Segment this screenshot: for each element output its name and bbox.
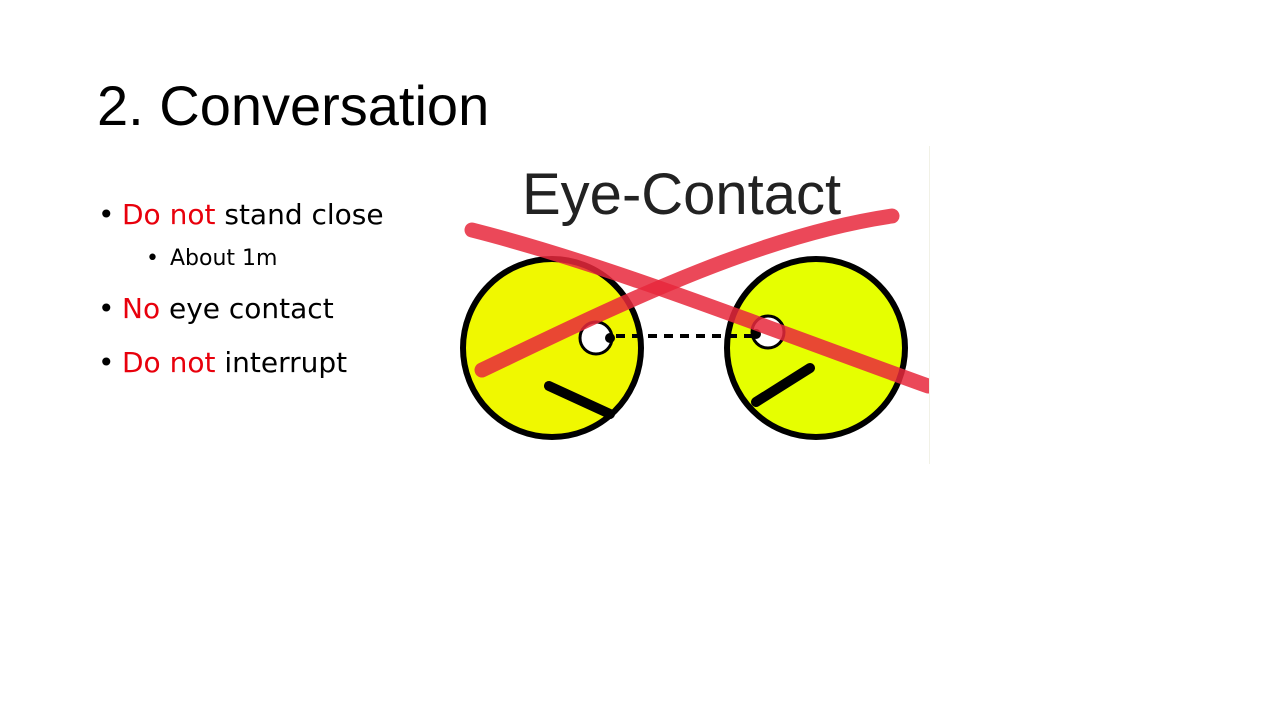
left-pupil-icon bbox=[605, 333, 615, 343]
image-edge bbox=[929, 146, 930, 464]
bullet-dot: • bbox=[98, 292, 115, 325]
bullet-highlight: Do not bbox=[122, 346, 216, 379]
bullet-highlight: No bbox=[122, 292, 161, 325]
bullet-dot: • bbox=[98, 346, 115, 379]
bullet-text: eye contact bbox=[160, 292, 334, 325]
bullet-text: stand close bbox=[215, 198, 384, 231]
bullet-highlight: Do not bbox=[122, 198, 216, 231]
bullet-item: • No eye contact bbox=[98, 289, 458, 329]
cross-stroke-2 bbox=[474, 208, 900, 378]
eye-contact-drawing: Eye-Contact bbox=[460, 162, 930, 440]
illustration-caption: Eye-Contact bbox=[522, 162, 841, 227]
eye-contact-illustration: Eye-Contact bbox=[456, 146, 930, 464]
bullet-text: About 1m bbox=[170, 246, 278, 271]
slide-title: 2. Conversation bbox=[97, 74, 490, 137]
cross-stroke-1 bbox=[464, 222, 930, 394]
left-face-icon bbox=[460, 256, 644, 440]
right-mouth-icon bbox=[751, 363, 815, 407]
left-mouth-icon bbox=[544, 381, 615, 419]
bullet-text: interrupt bbox=[215, 346, 348, 379]
sub-bullet-item: • About 1m bbox=[146, 243, 458, 275]
bullet-dot: • bbox=[98, 198, 115, 231]
bullet-item: • Do not interrupt bbox=[98, 343, 458, 383]
bullet-dot: • bbox=[146, 246, 159, 271]
bullet-item: • Do not stand close bbox=[98, 195, 458, 235]
bullet-list: • Do not stand close • About 1m • No eye… bbox=[98, 195, 458, 397]
